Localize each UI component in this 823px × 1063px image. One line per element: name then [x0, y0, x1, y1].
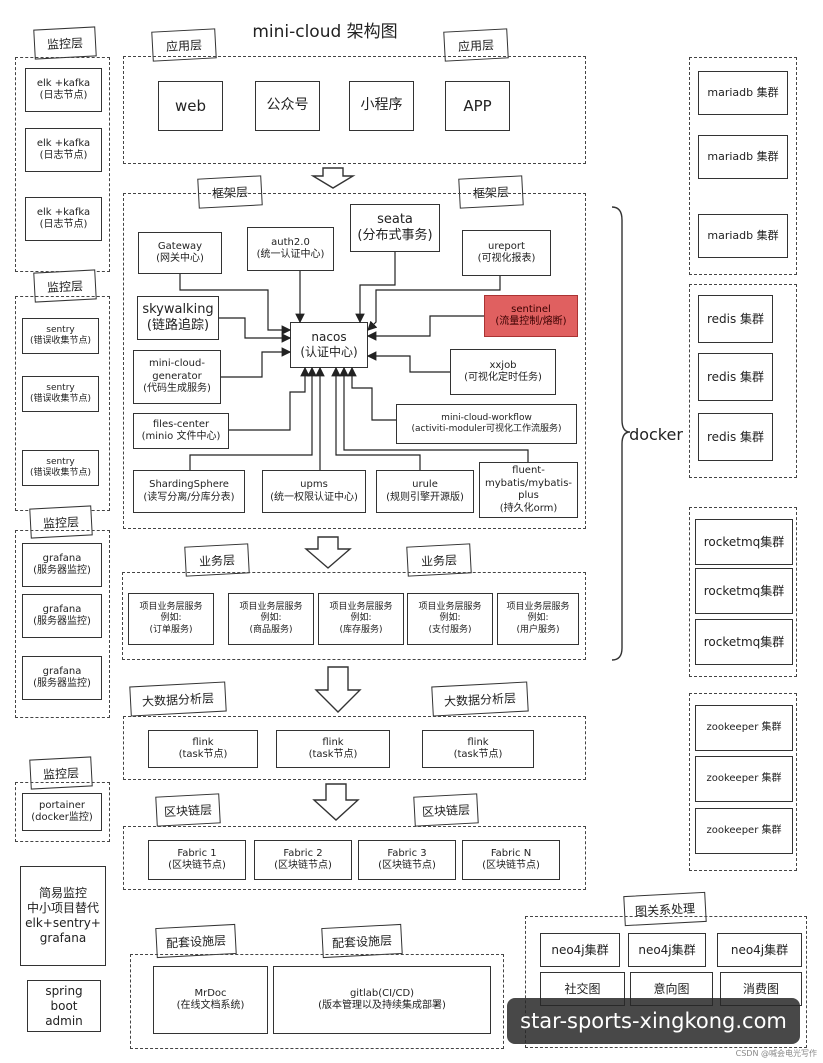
mariadb-node-1: mariadb 集群	[698, 71, 788, 115]
neo4j-node-1: neo4j集群	[540, 933, 620, 967]
urule-box: urule (规则引擎开源版)	[376, 470, 474, 513]
rocketmq-node-3: rocketmq集群	[695, 619, 793, 665]
sentinel-box: sentinel (流量控制/熔断)	[484, 295, 578, 337]
mariadb-node-3: mariadb 集群	[698, 214, 788, 258]
spring-boot-admin-box: spring boot admin	[27, 980, 101, 1032]
watermark-banner: star-sports-xingkong.com	[507, 998, 800, 1044]
business-layer-container	[122, 572, 586, 660]
business-service-payment: 项目业务层服务 例如: (支付服务)	[407, 593, 493, 645]
flow-arrow-business-bigdata	[314, 666, 362, 713]
xxjob-box: xxjob (可视化定时任务)	[450, 349, 556, 395]
elk-node-1: elk +kafka (日志节点)	[25, 68, 102, 112]
bigdata-layer-tag-left: 大数据分析层	[129, 681, 227, 717]
infra-layer-tag-right: 配套设施层	[321, 923, 403, 959]
elk-node-3: elk +kafka (日志节点)	[25, 197, 102, 241]
seata-box: seata (分布式事务)	[350, 204, 440, 252]
rocketmq-node-1: rocketmq集群	[695, 519, 793, 565]
redis-node-2: redis 集群	[698, 353, 773, 401]
flow-arrow-framework-business	[304, 536, 352, 569]
gitlab-box: gitlab(CI/CD) (版本管理以及持续集成部署)	[273, 966, 491, 1034]
zookeeper-node-1: zookeeper 集群	[695, 705, 793, 751]
redis-node-3: redis 集群	[698, 413, 773, 461]
generator-box: mini-cloud- generator (代码生成服务)	[133, 350, 221, 404]
fabric-node-2: Fabric 2 (区块链节点)	[254, 840, 352, 880]
mariadb-node-2: mariadb 集群	[698, 135, 788, 179]
nacos-box: nacos (认证中心)	[290, 322, 368, 368]
sentry-node-3: sentry (错误收集节点)	[22, 450, 99, 486]
graph-container	[525, 916, 807, 1048]
upms-box: upms (统一权限认证中心)	[262, 470, 366, 513]
app-item-official-account: 公众号	[255, 81, 320, 131]
neo4j-node-2: neo4j集群	[628, 933, 706, 967]
business-service-product: 项目业务层服务 例如: (商品服务)	[228, 593, 314, 645]
app-item-web: web	[158, 81, 223, 131]
blockchain-layer-container	[123, 826, 586, 890]
flow-arrow-bigdata-blockchain	[312, 783, 360, 821]
fluent-mybatis-box: fluent- mybatis/mybatis- plus (持久化orm)	[479, 462, 578, 518]
grafana-node-2: grafana (服务器监控)	[22, 594, 102, 638]
app-item-app: APP	[445, 81, 510, 131]
sentry-node-1: sentry (错误收集节点)	[22, 318, 99, 354]
simple-monitor-box: 简易监控 中小项目替代 elk+sentry+ grafana	[20, 866, 106, 966]
app-layer-container	[123, 56, 586, 164]
infra-layer-tag-left: 配套设施层	[155, 923, 237, 959]
sentry-node-2: sentry (错误收集节点)	[22, 376, 99, 412]
redis-cluster-container	[689, 284, 797, 478]
diagram-title: mini-cloud 架构图	[252, 22, 398, 42]
elk-node-2: elk +kafka (日志节点)	[25, 128, 102, 172]
rocketmq-node-2: rocketmq集群	[695, 568, 793, 614]
fabric-node-3: Fabric 3 (区块链节点)	[358, 840, 456, 880]
mariadb-cluster-container	[689, 57, 797, 275]
infra-layer-container	[130, 954, 504, 1049]
framework-layer-container	[123, 193, 586, 529]
auth-box: auth2.0 (统一认证中心)	[247, 227, 334, 271]
flink-node-2: flink (task节点)	[276, 730, 390, 768]
portainer-box: portainer (docker监控)	[22, 793, 102, 831]
gateway-box: Gateway (网关中心)	[138, 232, 222, 274]
blockchain-layer-tag-left: 区块链层	[155, 793, 221, 827]
neo4j-node-3: neo4j集群	[717, 933, 802, 967]
fabric-node-n: Fabric N (区块链节点)	[462, 840, 560, 880]
bigdata-layer-container	[123, 716, 586, 780]
flink-node-3: flink (task节点)	[422, 730, 534, 768]
flink-node-1: flink (task节点)	[148, 730, 258, 768]
app-item-mini-program: 小程序	[349, 81, 414, 131]
redis-node-1: redis 集群	[698, 295, 773, 343]
monitor-portainer-container	[15, 782, 110, 842]
monitor-grafana-container	[15, 530, 110, 718]
monitor-tag-elk: 监控层	[33, 26, 97, 60]
flow-arrow-app-framework	[310, 167, 356, 189]
docker-label: docker	[629, 425, 683, 444]
rocketmq-cluster-container	[689, 507, 797, 677]
zookeeper-cluster-container	[689, 693, 797, 871]
business-service-order: 项目业务层服务 例如: (订单服务)	[128, 593, 214, 645]
ureport-box: ureport (可视化报表)	[462, 230, 551, 276]
business-service-inventory: 项目业务层服务 例如: (库存服务)	[318, 593, 404, 645]
skywalking-box: skywalking (链路追踪)	[137, 296, 219, 340]
bigdata-layer-tag-right: 大数据分析层	[431, 681, 529, 717]
fabric-node-1: Fabric 1 (区块链节点)	[148, 840, 246, 880]
workflow-box: mini-cloud-workflow (activiti-moduler可视化…	[396, 404, 577, 444]
zookeeper-node-2: zookeeper 集群	[695, 756, 793, 802]
mrdoc-box: MrDoc (在线文档系统)	[153, 966, 268, 1034]
source-credit: CSDN @喊会电光写作	[735, 1049, 817, 1058]
blockchain-layer-tag-right: 区块链层	[413, 793, 479, 827]
files-center-box: files-center (minio 文件中心)	[133, 413, 229, 449]
sharding-box: ShardingSphere (读写分离/分库分表)	[133, 470, 245, 513]
grafana-node-1: grafana (服务器监控)	[22, 543, 102, 587]
grafana-node-3: grafana (服务器监控)	[22, 656, 102, 700]
business-service-user: 项目业务层服务 例如: (用户服务)	[497, 593, 579, 645]
zookeeper-node-3: zookeeper 集群	[695, 808, 793, 854]
